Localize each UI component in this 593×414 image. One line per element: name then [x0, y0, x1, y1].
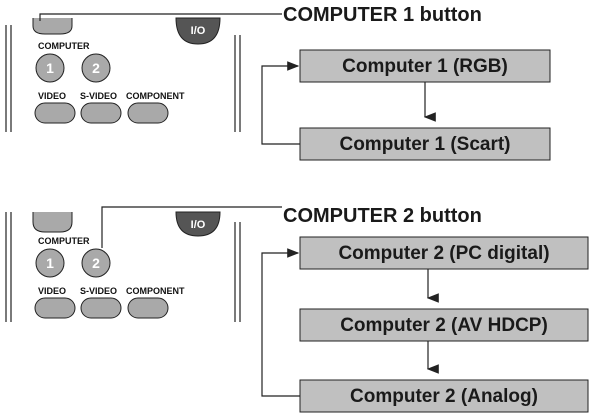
computer-1-callout: COMPUTER 1 button [283, 4, 482, 26]
io-fragment-label: I/O [191, 25, 206, 37]
component-button-2[interactable] [127, 297, 169, 319]
svideo-button[interactable] [80, 102, 122, 124]
callout-line-2 [101, 206, 282, 248]
remote-section-2: I/O COMPUTER 1 2 VIDEO S-VIDEO COMPONENT [5, 211, 241, 322]
computer-1-label: 1 [46, 60, 54, 76]
computer-1-button[interactable]: 1 [35, 53, 65, 83]
video-button-2[interactable] [34, 297, 76, 319]
computer-2-callout: COMPUTER 2 button [283, 205, 482, 227]
remote-section-1: I/O COMPUTER 1 2 VIDEO S-VIDEO COMPONENT [5, 17, 241, 132]
computer-2-label-2: 2 [92, 255, 100, 271]
component-label: COMPONENT [126, 91, 185, 101]
video-button[interactable] [34, 102, 76, 124]
io-button-fragment[interactable]: I/O [175, 17, 221, 45]
box-computer1-rgb-label: Computer 1 (RGB) [342, 56, 508, 77]
callout-line-1 [39, 13, 282, 21]
component-label-2: COMPONENT [126, 286, 185, 296]
box-computer2-analog [299, 379, 589, 413]
video-label: VIDEO [38, 91, 66, 101]
io-button-fragment-2[interactable]: I/O [175, 211, 221, 237]
box-computer1-scart-label: Computer 1 (Scart) [339, 134, 510, 155]
computer-1-button-2[interactable]: 1 [35, 248, 65, 278]
box-computer1-rgb [299, 49, 551, 83]
box-computer2-pc-digital-label: Computer 2 (PC digital) [338, 243, 549, 264]
computer-label-2: COMPUTER [38, 236, 90, 246]
box-computer2-pc-digital [299, 236, 589, 270]
computer-1-label-2: 1 [46, 255, 54, 271]
component-button[interactable] [127, 102, 169, 124]
box-computer2-av-hdcp [299, 308, 589, 342]
box-computer2-av-hdcp-label: Computer 2 (AV HDCP) [340, 315, 548, 336]
svideo-label-2: S-VIDEO [80, 286, 117, 296]
arrow-scart-loop-back [261, 61, 300, 145]
box-computer2-analog-label: Computer 2 (Analog) [350, 386, 538, 407]
arrow-analog-loop-back [261, 248, 300, 397]
computer-2-label: 2 [92, 60, 100, 76]
io-fragment-label-2: I/O [191, 219, 206, 231]
svideo-button-2[interactable] [80, 297, 122, 319]
video-label-2: VIDEO [38, 286, 66, 296]
computer-2-button-2[interactable]: 2 [81, 248, 111, 278]
computer-label: COMPUTER [38, 41, 90, 51]
svideo-label: S-VIDEO [80, 91, 117, 101]
computer-2-button[interactable]: 2 [81, 53, 111, 83]
